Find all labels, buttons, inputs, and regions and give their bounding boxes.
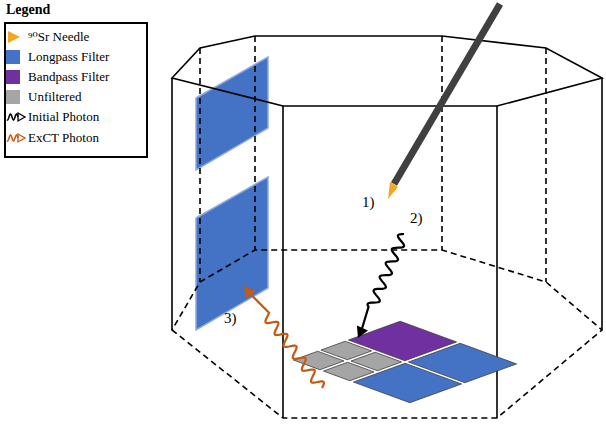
- needle-shaft: [394, 4, 500, 184]
- floor-filters: [293, 321, 516, 402]
- hidden-edges: [172, 36, 602, 418]
- legend-symbol: [6, 108, 28, 126]
- legend-text: Bandpass Filter: [28, 69, 109, 85]
- photon-arrowhead: [357, 325, 368, 338]
- sr90-source-tip: [388, 182, 398, 199]
- legend-entry: Bandpass Filter: [6, 68, 109, 86]
- callout-number: 3): [224, 310, 237, 327]
- legend-title: Legend: [6, 2, 50, 18]
- callout-number: 2): [410, 210, 423, 227]
- legend-entry: ExCT Photon: [6, 129, 99, 147]
- legend-entry: ⁹⁰Sr Needle: [6, 28, 89, 46]
- chamber-edges: [172, 36, 602, 418]
- legend-swatch: [6, 70, 20, 84]
- legend-text: Unfiltered: [28, 89, 81, 105]
- legend-swatch: [6, 50, 20, 64]
- legend-text: Longpass Filter: [28, 49, 109, 65]
- legend-entry: Unfiltered: [6, 88, 81, 106]
- longpass-filter: [353, 363, 461, 402]
- legend-entry: Longpass Filter: [6, 48, 109, 66]
- legend-entry: Initial Photon: [6, 108, 99, 126]
- legend-text: Initial Photon: [28, 109, 99, 125]
- longpass-filter: [196, 57, 268, 170]
- legend-symbol: [6, 28, 28, 46]
- photon-arrowhead: [244, 286, 255, 298]
- legend-symbol: [6, 129, 28, 147]
- unfiltered-sensor: [351, 352, 402, 370]
- initial-photon: [362, 234, 404, 330]
- exct-photon: [249, 293, 323, 388]
- longpass-filter: [196, 177, 268, 330]
- legend-swatch: [6, 90, 20, 104]
- legend-text: ⁹⁰Sr Needle: [28, 29, 89, 45]
- photon-paths: [244, 234, 404, 388]
- legend-text: ExCT Photon: [28, 130, 99, 146]
- callout-number: 1): [362, 194, 375, 211]
